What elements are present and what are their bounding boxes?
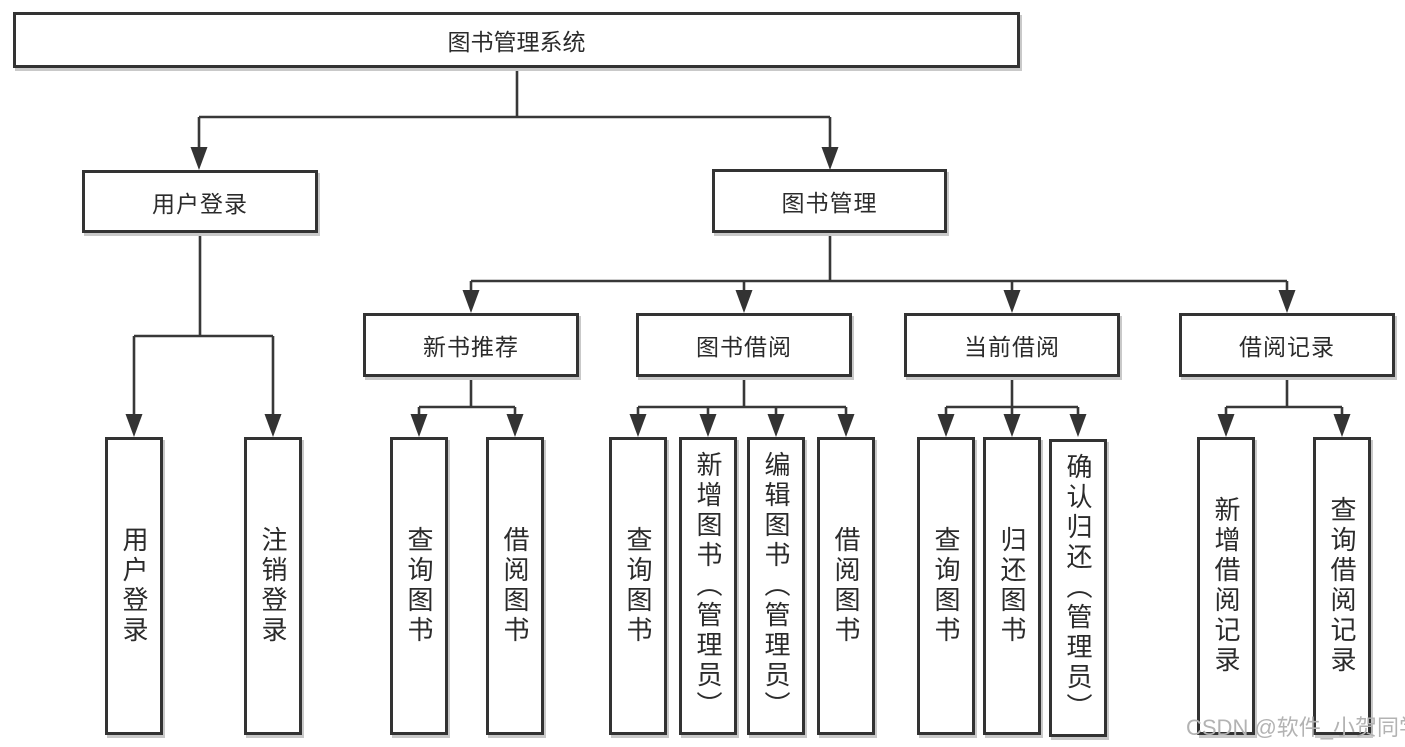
node-label: 图书管理系统 [447,29,586,55]
node-label: 注销登录 [258,526,288,646]
node-leaf-user-login: 用户登录 [105,437,163,735]
node-user-login-group: 用户登录 [82,170,318,233]
connector-current-borrow-to-leaves [937,377,1087,437]
node-label: 用户登录 [152,190,248,217]
node-label: 图书管理 [781,190,878,216]
node-leaf-confirm-return-admin: 确认归还（管理员） [1049,439,1107,737]
node-label: 新增图书（管理员） [693,451,723,721]
connector-book-borrow-to-leaves [629,377,855,437]
node-leaf-edit-book-admin: 编辑图书（管理员） [747,437,805,735]
node-label: 确认归还（管理员） [1063,453,1093,723]
node-label: 图书借阅 [696,334,792,360]
node-leaf-return-book: 归还图书 [983,437,1041,735]
node-label: 查询图书 [404,526,434,646]
node-leaf-add-borrow-record: 新增借阅记录 [1197,437,1255,735]
node-label: 查询借阅记录 [1327,496,1357,676]
node-label: 查询图书 [931,526,961,646]
node-label: 编辑图书（管理员） [761,451,791,721]
connector-new-book-recommend-to-leaves [410,377,524,437]
node-book-borrow: 图书借阅 [636,313,852,377]
node-leaf-query-book-2: 查询图书 [609,437,667,735]
node-label: 借阅图书 [500,526,530,646]
node-leaf-query-book-3: 查询图书 [917,437,975,735]
connector-user-login-to-leaves [125,233,282,437]
node-library-management-system: 图书管理系统 [13,12,1020,68]
node-label: 用户登录 [119,526,149,646]
node-book-management-group: 图书管理 [712,169,947,233]
node-leaf-add-book-admin: 新增图书（管理员） [679,437,737,735]
connector-borrow-record-to-leaves [1217,377,1351,437]
node-leaf-borrow-book-2: 借阅图书 [817,437,875,735]
node-label: 新书推荐 [423,334,519,360]
node-leaf-query-borrow-record: 查询借阅记录 [1313,437,1371,735]
connector-root-to-level2 [190,68,839,170]
node-label: 归还图书 [997,526,1027,646]
node-borrow-record: 借阅记录 [1179,313,1395,377]
node-label: 查询图书 [623,526,653,646]
node-current-borrow: 当前借阅 [904,313,1120,377]
node-leaf-borrow-book-1: 借阅图书 [486,437,544,735]
connector-book-management-to-level3 [462,233,1296,313]
node-leaf-logout: 注销登录 [244,437,302,735]
node-new-book-recommend: 新书推荐 [363,313,579,377]
node-label: 当前借阅 [964,334,1060,360]
node-label: 借阅图书 [831,526,861,646]
node-label: 新增借阅记录 [1211,496,1241,676]
node-label: 借阅记录 [1239,334,1335,360]
node-leaf-query-book-1: 查询图书 [390,437,448,735]
csdn-watermark: CSDN @软件_小贺同学 [1186,715,1405,740]
